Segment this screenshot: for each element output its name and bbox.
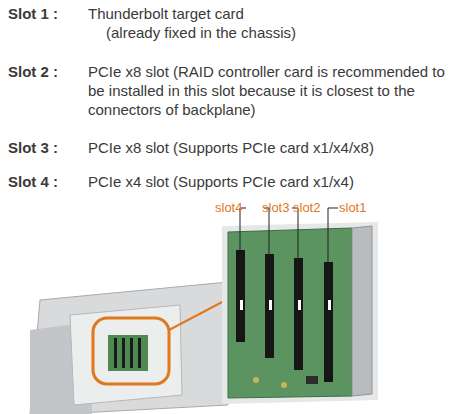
leader-line	[328, 208, 338, 262]
slot-heading: Slot 3 :	[8, 138, 58, 157]
component	[281, 382, 287, 388]
pcie-slot	[236, 250, 245, 342]
chassis-wall	[30, 282, 228, 414]
slot-description: PCIe x8 slot (Supports PCIe card x1/x4/x…	[88, 138, 374, 157]
riser-board	[228, 228, 352, 398]
slot-heading: Slot 2 :	[8, 62, 58, 81]
mini-slot	[122, 338, 125, 368]
leader-line	[292, 208, 298, 258]
slot-heading: Slot 4 :	[8, 172, 58, 191]
slot-label: slot4	[215, 200, 242, 215]
mini-slot	[130, 338, 133, 368]
slot-heading: Slot 1 :	[8, 4, 58, 23]
mini-slot	[138, 338, 141, 368]
slot-key	[298, 300, 301, 310]
slot-key	[240, 300, 243, 310]
slot-label: slot3	[262, 200, 289, 215]
metal-bracket	[352, 226, 372, 396]
pcie-slot	[294, 258, 303, 370]
slot-key	[269, 300, 272, 310]
pcie-slot	[265, 254, 274, 358]
slot-key	[328, 300, 331, 310]
slot-description: PCIe x4 slot (Supports PCIe card x1/x4)	[88, 172, 354, 191]
chassis-bay	[70, 305, 182, 405]
riser-board-small	[108, 335, 148, 371]
pcie-slot	[324, 262, 333, 382]
zoom-line	[169, 300, 226, 330]
wrap-spacer	[268, 4, 338, 22]
slot-description: Thunderbolt target card (already fixed i…	[88, 4, 338, 42]
highlight-ring	[93, 318, 169, 384]
zoom-backdrop	[222, 222, 378, 404]
component	[253, 377, 259, 383]
slot-description: PCIe x8 slot (RAID controller card is re…	[88, 62, 446, 119]
slot-label: slot1	[339, 200, 366, 215]
mini-slot	[114, 338, 117, 368]
slot-label: slot2	[293, 200, 320, 215]
component	[306, 376, 318, 384]
